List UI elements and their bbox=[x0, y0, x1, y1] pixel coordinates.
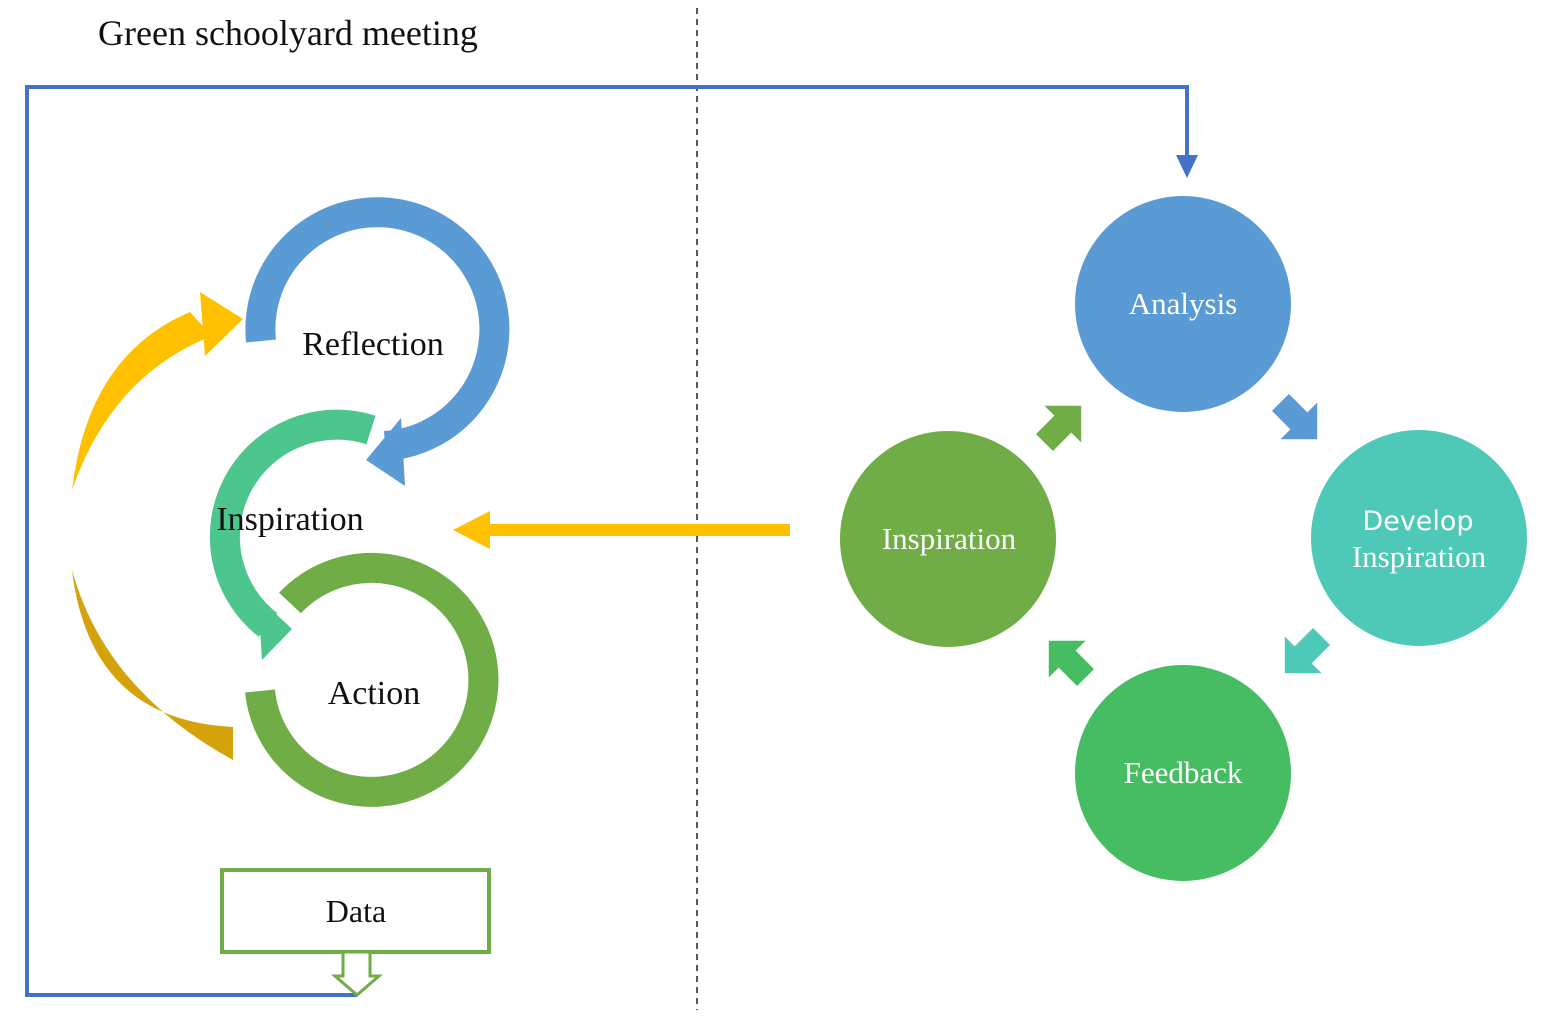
inspiration-arrowhead bbox=[258, 597, 292, 660]
gold-arc-upper bbox=[72, 312, 212, 490]
inspiration-arc bbox=[209, 409, 376, 637]
data-label: Data bbox=[326, 893, 386, 929]
diagram-title: Green schoolyard meeting bbox=[98, 13, 478, 53]
feedback-label: Feedback bbox=[1124, 755, 1243, 790]
gold-arrowhead bbox=[200, 292, 243, 356]
feedback-circle bbox=[1075, 665, 1291, 881]
analysis-circle bbox=[1075, 196, 1291, 412]
data-box bbox=[220, 868, 491, 954]
develop-label-line1: Develop bbox=[1362, 506, 1473, 537]
yellow-arrowhead bbox=[453, 511, 490, 549]
reflection-arrowhead bbox=[366, 418, 405, 486]
action-label: Action bbox=[328, 675, 421, 712]
analysis-label: Analysis bbox=[1129, 286, 1238, 321]
gold-arc-lower bbox=[72, 570, 233, 760]
develop-label-line2: Inspiration bbox=[1352, 539, 1487, 574]
develop-inspiration-circle bbox=[1311, 430, 1527, 646]
yellow-arrow-shaft bbox=[482, 524, 790, 536]
reflection-arc bbox=[245, 197, 510, 461]
inspiration-label-left: Inspiration bbox=[216, 501, 363, 538]
action-arc bbox=[245, 552, 499, 807]
arrow-feedback-to-inspiration bbox=[1048, 640, 1095, 687]
arrow-inspiration-to-analysis bbox=[1035, 405, 1082, 452]
inspiration-circle-right bbox=[840, 431, 1056, 647]
inspiration-label-right: Inspiration bbox=[882, 521, 1017, 556]
arrow-develop-to-feedback bbox=[1284, 627, 1331, 674]
data-loop-line bbox=[25, 85, 1189, 997]
arrow-analysis-to-develop bbox=[1271, 393, 1318, 440]
reflection-label: Reflection bbox=[302, 326, 444, 363]
data-loop-arrowhead bbox=[1176, 155, 1198, 178]
data-down-arrow bbox=[330, 950, 384, 997]
